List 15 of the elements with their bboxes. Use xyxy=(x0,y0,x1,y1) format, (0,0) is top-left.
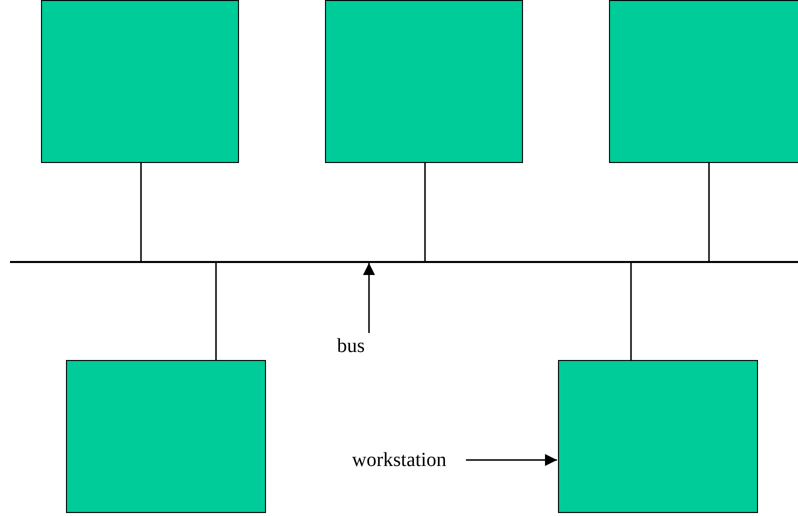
node-box xyxy=(41,0,239,163)
node-box xyxy=(609,0,798,163)
connector-line xyxy=(140,163,142,261)
arrow xyxy=(363,263,375,333)
node-box xyxy=(558,360,758,513)
connector-line xyxy=(424,163,426,261)
text-label: workstation xyxy=(352,447,462,473)
node-box xyxy=(325,0,523,163)
arrow xyxy=(466,454,557,466)
connector-line xyxy=(215,263,217,360)
connector-line xyxy=(630,263,632,360)
bus-line xyxy=(10,261,798,263)
connector-line xyxy=(708,163,710,261)
node-box xyxy=(66,360,266,513)
text-label: bus xyxy=(337,333,387,359)
